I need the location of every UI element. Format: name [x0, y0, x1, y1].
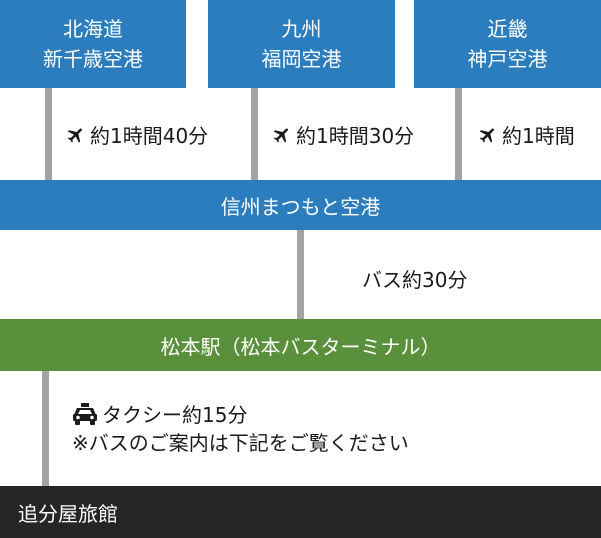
- connector-line: [297, 230, 304, 319]
- bus-note: ※バスのご案内は下記をご覧ください: [72, 427, 409, 456]
- destination-bar: 追分屋旅館: [0, 486, 601, 538]
- connector-line: [42, 371, 49, 486]
- origin-region: 北海道: [63, 17, 123, 41]
- destination-label: 追分屋旅館: [18, 501, 118, 526]
- origin-airport: 新千歳空港: [43, 47, 143, 71]
- taxi-icon: [73, 402, 97, 425]
- airplane-icon: [273, 127, 288, 143]
- airplane-icon: [479, 127, 494, 143]
- origin-box-kinki: 近畿 神戸空港: [414, 0, 601, 88]
- flight-duration-hokkaido: 約1時間40分: [66, 120, 208, 149]
- origin-box-kyushu: 九州 福岡空港: [208, 0, 395, 88]
- bus-note-text: ※バスのご案内は下記をご覧ください: [72, 431, 409, 455]
- flight-duration-kyushu: 約1時間30分: [272, 120, 414, 149]
- connector-line: [455, 88, 462, 180]
- airport-label: 信州まつもと空港: [220, 194, 381, 219]
- flight-duration-text: 約1時間40分: [90, 124, 209, 148]
- connector-line: [251, 88, 258, 180]
- origin-box-hokkaido: 北海道 新千歳空港: [0, 0, 186, 88]
- bus-duration: バス約30分: [362, 264, 467, 293]
- flight-duration-kinki: 約1時間: [478, 120, 575, 149]
- bus-duration-text: バス約30分: [362, 268, 468, 292]
- taxi-duration: タクシー約15分: [72, 399, 247, 428]
- origin-airport: 神戸空港: [467, 47, 548, 71]
- airport-bar: 信州まつもと空港: [0, 180, 601, 230]
- station-bar: 松本駅（松本バスターミナル）: [0, 319, 601, 371]
- origin-region: 近畿: [487, 17, 528, 41]
- origin-airport: 福岡空港: [261, 47, 342, 71]
- taxi-duration-text: タクシー約15分: [102, 403, 248, 427]
- origin-region: 九州: [281, 17, 322, 41]
- flight-duration-text: 約1時間: [502, 124, 575, 148]
- flight-duration-text: 約1時間30分: [296, 124, 415, 148]
- airplane-icon: [67, 127, 82, 143]
- station-label: 松本駅（松本バスターミナル）: [160, 334, 441, 359]
- connector-line: [45, 88, 52, 180]
